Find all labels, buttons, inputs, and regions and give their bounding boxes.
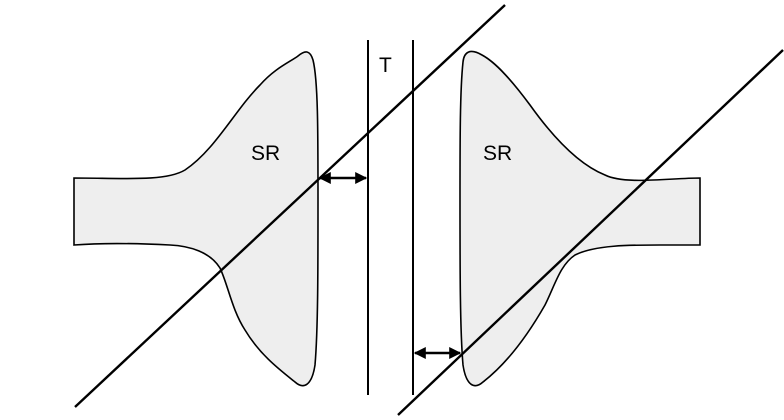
right-sr-label: SR bbox=[483, 142, 512, 165]
right-sr-region bbox=[459, 50, 701, 387]
left-sr-label: SR bbox=[251, 142, 280, 165]
left-sr-region bbox=[73, 51, 319, 387]
diagonal-line-lower bbox=[397, 49, 784, 416]
diagonal-line-upper bbox=[74, 4, 506, 408]
t-label: T bbox=[379, 54, 392, 77]
